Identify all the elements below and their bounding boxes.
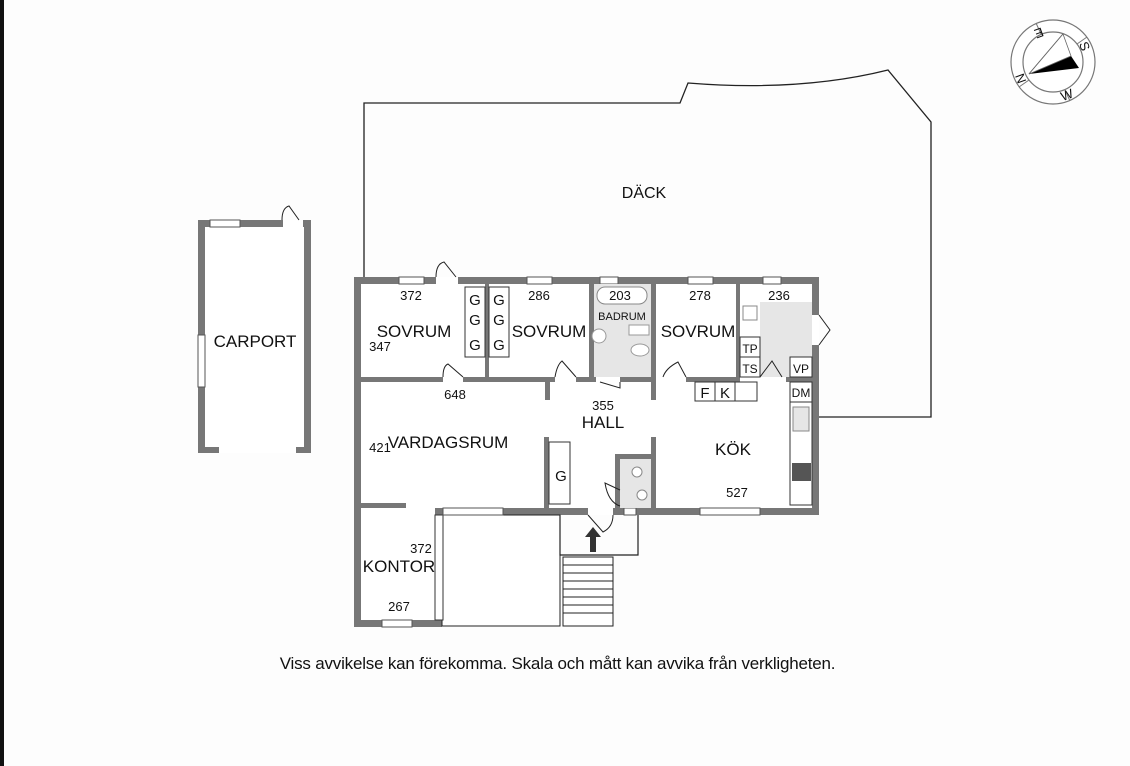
living-label: VARDAGSRUM xyxy=(388,433,509,452)
hall-width: 355 xyxy=(592,398,614,413)
fixture-vp: VP xyxy=(793,362,809,376)
bedroom1-depth: 347 xyxy=(369,339,391,354)
carport: CARPORT xyxy=(197,205,311,453)
fixture-f: F xyxy=(700,385,709,402)
entrance-arrow-icon xyxy=(585,527,601,552)
entrance-stairs xyxy=(562,556,614,627)
office-label: KONTOR xyxy=(363,557,435,576)
disclaimer-text: Viss avvikelse kan förekomma. Skala och … xyxy=(279,654,836,673)
kitchen-label: KÖK xyxy=(715,440,752,459)
closet-label: G xyxy=(555,468,567,485)
fixture-ts: TS xyxy=(742,362,757,376)
bedroom2-width: 286 xyxy=(528,288,550,303)
bedroom3-label: SOVRUM xyxy=(661,322,736,341)
closet-label: G xyxy=(493,312,505,329)
hall-label: HALL xyxy=(582,413,625,432)
kitchen-width: 527 xyxy=(726,485,748,500)
living-depth: 421 xyxy=(369,440,391,455)
bedroom1-label: SOVRUM xyxy=(377,322,452,341)
closet-label: G xyxy=(469,312,481,329)
compass-w: W xyxy=(1059,85,1076,104)
bathroom-label: BADRUM xyxy=(598,311,646,323)
carport-label: CARPORT xyxy=(214,332,297,351)
deck-label: DÄCK xyxy=(622,184,667,202)
deck-outline xyxy=(363,69,932,418)
fixture-k: K xyxy=(720,385,730,402)
bedroom3-width: 278 xyxy=(689,288,711,303)
compass-icon: E S W N xyxy=(1010,19,1096,105)
laundry-width: 236 xyxy=(768,288,790,303)
closet-label: G xyxy=(469,292,481,309)
living-width: 648 xyxy=(444,387,466,402)
left-edge-bar xyxy=(0,0,4,766)
house: G G G G G G G TP TS VP F K D xyxy=(354,184,831,628)
closet-label: G xyxy=(493,337,505,354)
office-depth: 372 xyxy=(410,541,432,556)
bedroom2-label: SOVRUM xyxy=(512,322,587,341)
fixture-dm: DM xyxy=(792,386,811,400)
bathroom-width: 203 xyxy=(609,288,631,303)
closet-label: G xyxy=(469,337,481,354)
closet-label: G xyxy=(493,292,505,309)
bedroom1-width: 372 xyxy=(400,288,422,303)
fixture-tp: TP xyxy=(742,342,757,356)
office-width: 267 xyxy=(388,599,410,614)
